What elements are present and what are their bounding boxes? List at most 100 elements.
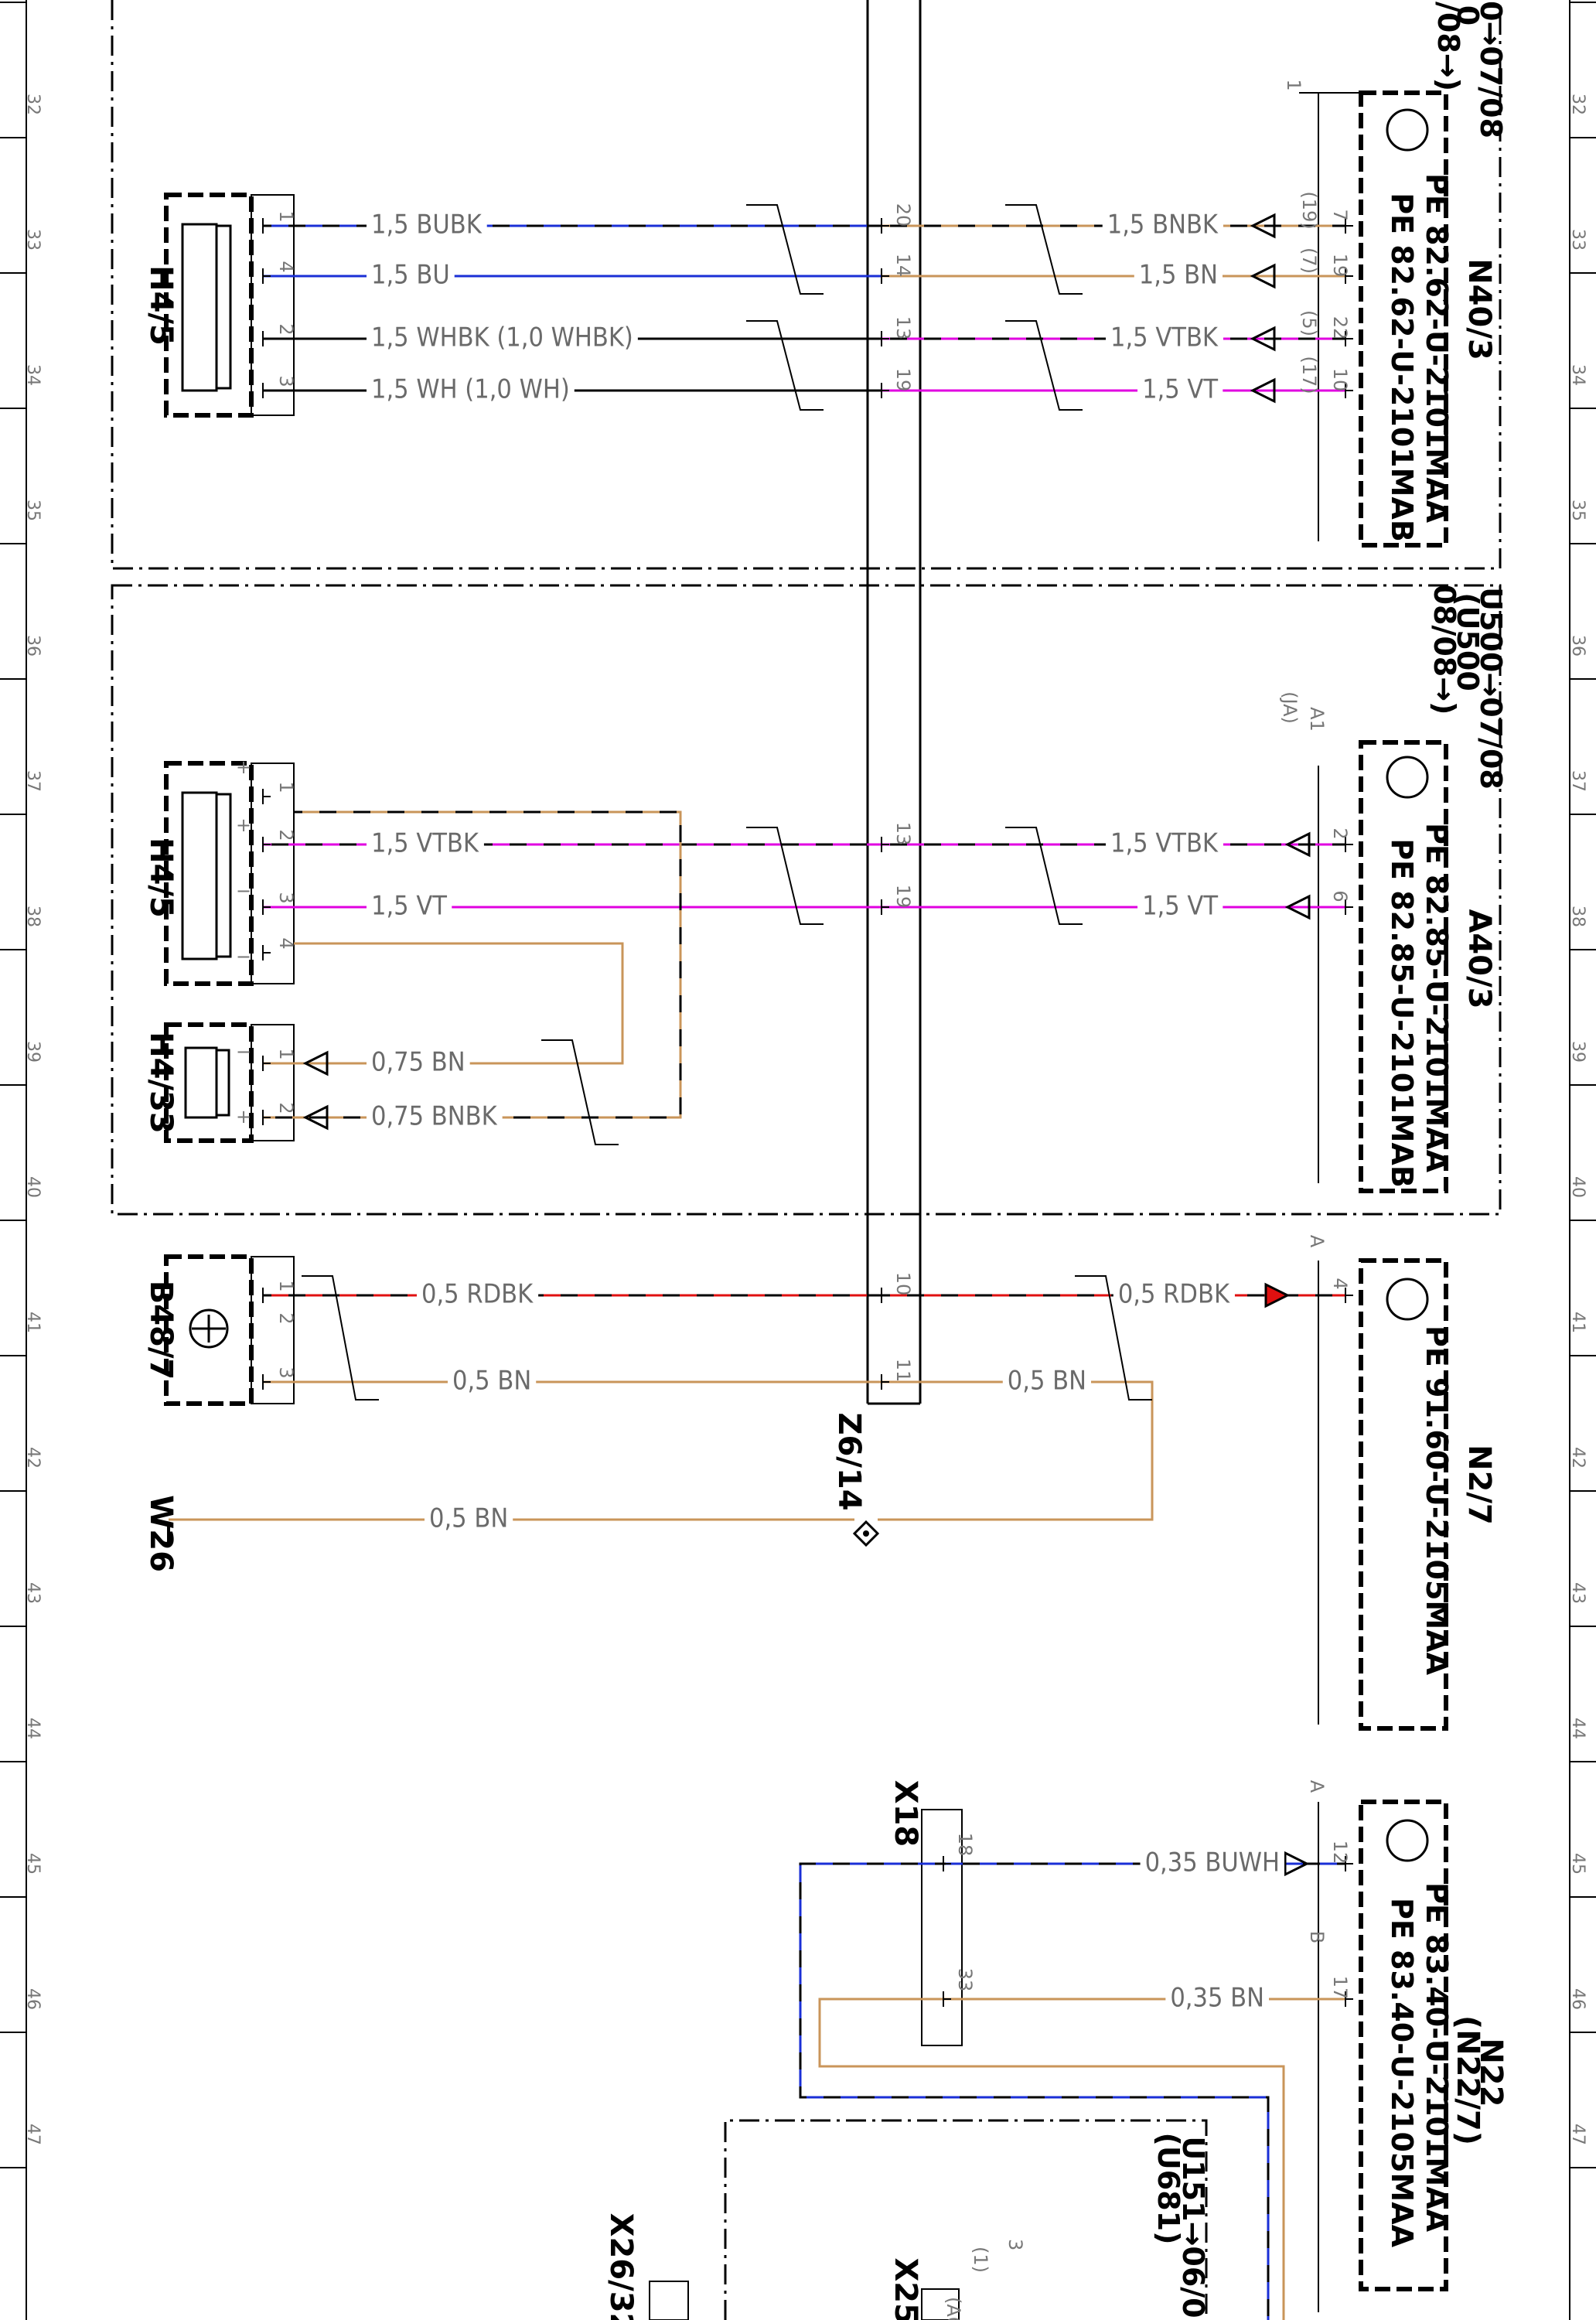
grid-row-left: 44 <box>23 1718 43 1739</box>
label-a40-3: A40/3 <box>1461 909 1497 1008</box>
pin-n40: 10 <box>1329 368 1351 392</box>
code-a40-3-b: PE 82.85-U-2101MAB <box>1385 838 1419 1188</box>
code-n40-3-b: PE 82.62-U-2101MAB <box>1385 193 1419 542</box>
wire-label-bg <box>367 374 575 405</box>
wire-label-mid-right-1: 1,5 VTBK <box>1110 828 1219 859</box>
control-unit-a40-3: A40/3 PE 82.85-U-2101MAA PE 82.85-U-2101… <box>1318 740 1497 1193</box>
grid-row-right: 32 <box>1568 94 1587 115</box>
label-n2-7: N2/7 <box>1461 1445 1497 1525</box>
wire-label-bg <box>425 1503 513 1534</box>
arrow-n27 <box>1264 1282 1291 1308</box>
pin-sep-mid: 13 <box>892 822 914 846</box>
arrow-a40 <box>1284 894 1311 920</box>
grid-row-right: 41 <box>1568 1312 1587 1333</box>
enclosure-middle <box>111 584 1502 1216</box>
control-unit-n2-7: N2/7 PE 91.60-U-2105MAA <box>1318 1258 1497 1731</box>
wire-bundle-slash <box>746 204 824 295</box>
pin-stub-b487 <box>262 1288 271 1303</box>
wire-bundle-slash <box>746 827 824 925</box>
pin-n40-alt: (5) <box>1298 310 1320 336</box>
wire-label-bg <box>367 259 455 291</box>
arrow-n40 <box>1250 263 1276 289</box>
pin-sep-top: 14 <box>892 254 914 278</box>
polarity-plus: + <box>236 1106 251 1128</box>
wire-bundle-slash <box>541 1039 619 1145</box>
grid-row-right: 45 <box>1568 1853 1587 1875</box>
grid-row-left: 39 <box>23 1041 43 1063</box>
arrow-n40 <box>1250 377 1276 404</box>
pin-stub-a40 <box>1345 837 1353 852</box>
pin-stub-sep-top <box>881 383 889 398</box>
grid-row-left: 37 <box>23 770 43 792</box>
speaker-h4-33: H4/33 <box>143 1022 295 1143</box>
wire-label-top-left-4: 1,5 WH (1,0 WH) <box>371 374 570 405</box>
pin-b487: 1 <box>275 1280 297 1291</box>
wire-label-bg <box>1134 259 1223 291</box>
grid-row-right: 35 <box>1568 500 1587 521</box>
pin-stub-n40 <box>1345 218 1353 234</box>
wire-bundle-slash <box>746 320 824 411</box>
validity-top-0: 0 <box>1451 5 1485 26</box>
pin-h45m: 3 <box>275 892 297 903</box>
pin-stub-h45t <box>262 218 271 234</box>
wire-label-bg <box>367 1100 503 1132</box>
wire-label-bg <box>367 209 487 241</box>
wire-label-t1: 0,75 BN <box>371 1047 466 1078</box>
pin-h45t: 1 <box>275 210 297 222</box>
pin-x25: 3 <box>1004 2239 1026 2250</box>
pin-n22-conn-a: A <box>1306 1780 1328 1793</box>
grid-row-left: 34 <box>23 364 43 386</box>
pin-b487: 3 <box>275 1366 297 1378</box>
label-b48-7: B48/7 <box>143 1281 179 1380</box>
pin-stub-sep-bot <box>881 1374 889 1390</box>
pin-stub-h45m <box>262 789 271 804</box>
wire-label-top-right-4: 1,5 VT <box>1142 374 1218 405</box>
pin-stub-h433 <box>262 1110 271 1125</box>
wire-label-bg <box>448 1365 537 1397</box>
wire-n22-buwh-run <box>799 1862 1270 2320</box>
validity-bot-u681: (U681) <box>1151 2133 1185 2245</box>
ground-w26: W26 <box>143 1495 179 1572</box>
pin-stub-h45t <box>262 383 271 398</box>
code-a40-3-a: PE 82.85-U-2101MAA <box>1420 823 1454 1173</box>
label-x18: X18 <box>888 1780 923 1847</box>
wire-label-top-right-1: 1,5 BNBK <box>1107 210 1219 241</box>
sensor-b48-7: B48/7 <box>143 1254 295 1406</box>
pin-a40-conn-alt: (JA) <box>1279 691 1301 724</box>
wire-label-bg <box>1137 374 1223 405</box>
arrow-n40 <box>1250 213 1276 239</box>
pin-n27: 4 <box>1329 1278 1351 1289</box>
wire-label-b2-left: 0,5 BN <box>452 1366 531 1397</box>
pin-a40-conn: A1 <box>1306 707 1328 732</box>
wire-bundle-slash <box>1005 827 1083 925</box>
pin-a40: 2 <box>1329 827 1351 839</box>
label-w26: W26 <box>143 1495 179 1572</box>
wire-label-top-left-2: 1,5 BU <box>371 260 450 291</box>
wire-label-bg <box>1102 209 1223 241</box>
code-n2-7: PE 91.60-U-2105MAA <box>1420 1325 1454 1676</box>
pin-sep-bot: 10 <box>892 1272 914 1296</box>
wire-label-top-right-2: 1,5 BN <box>1139 260 1218 291</box>
grid-row-left: 45 <box>23 1853 43 1875</box>
arrow-n22 <box>1284 1851 1310 1877</box>
pin-h45t: 3 <box>275 375 297 387</box>
pin-stub-b487 <box>262 1374 271 1390</box>
validity-mid-paren: (U500 <box>1451 592 1485 691</box>
grid-row-left: 35 <box>23 500 43 521</box>
separation-band <box>866 0 922 1405</box>
polarity-minus: − <box>236 946 251 967</box>
grid-row-right: 38 <box>1568 906 1587 927</box>
grid-row-right: 43 <box>1568 1582 1587 1604</box>
pin-stub-n22 <box>1345 1991 1353 2007</box>
pin-x18: 33 <box>954 1968 976 1992</box>
wire-label-mid-left-2: 1,5 VT <box>371 891 447 922</box>
pin-x18: 18 <box>954 1833 976 1857</box>
pin-sep-mid: 19 <box>892 885 914 909</box>
label-h4-5-top: H4/5 <box>143 265 179 346</box>
arrow-h433 <box>302 1050 329 1076</box>
grid-row-left: 42 <box>23 1447 43 1469</box>
grid-row-left: 41 <box>23 1312 43 1333</box>
grid-row-left: 46 <box>23 1988 43 2010</box>
polarity-plus: + <box>236 814 251 836</box>
